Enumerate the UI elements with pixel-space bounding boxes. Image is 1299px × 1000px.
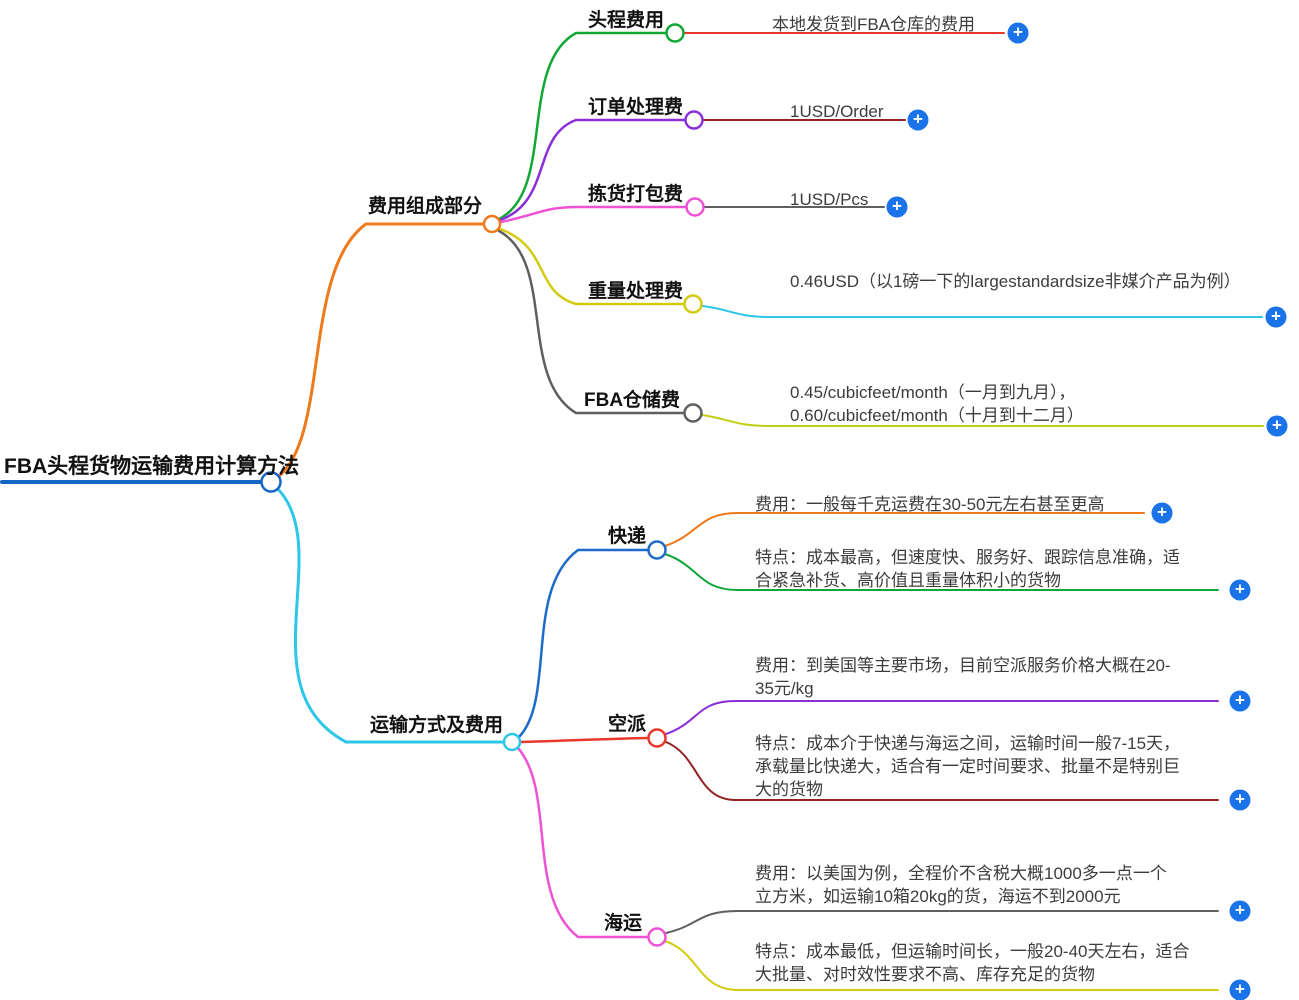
shipping-branch-handle[interactable] bbox=[502, 732, 522, 752]
weight-fee-handle[interactable] bbox=[683, 294, 703, 314]
shipping-leaf-edges bbox=[664, 512, 1219, 991]
leaf-express-features[interactable]: 特点：成本最高，但速度快、服务好、跟踪信息准确，适合紧急补货、高价值且重量体积小… bbox=[755, 548, 1180, 590]
leaf-sea-freight-cost[interactable]: 费用：以美国为例，全程价不含税大概1000多一点一个立方米，如运输10箱20kg… bbox=[755, 864, 1167, 906]
pick-pack-fee-handle[interactable] bbox=[685, 197, 705, 217]
leaf-pick-pack-fee-value[interactable]: 1USD/Pcs bbox=[790, 190, 869, 209]
air-delivery-handle[interactable] bbox=[647, 728, 667, 748]
first-leg-fee-handle[interactable] bbox=[665, 23, 685, 43]
node-express[interactable]: 快递 bbox=[608, 526, 647, 547]
branch-shipping-edge bbox=[275, 486, 506, 744]
shipping-child-edges bbox=[516, 548, 651, 939]
cost-child-edges bbox=[497, 31, 688, 415]
add-child-button plus-icon[interactable]: + bbox=[1151, 502, 1173, 524]
express-handle[interactable] bbox=[647, 540, 667, 560]
fba-storage-fee-handle[interactable] bbox=[683, 403, 703, 423]
branch-cost-edge bbox=[276, 222, 486, 479]
node-sea-freight[interactable]: 海运 bbox=[604, 913, 643, 934]
branch-cost-components[interactable]: 费用组成部分 bbox=[368, 196, 483, 217]
add-child-button plus-icon[interactable]: + bbox=[1007, 22, 1029, 44]
node-weight-handling-fee[interactable]: 重量处理费 bbox=[588, 281, 684, 302]
add-child-button plus-icon[interactable]: + bbox=[907, 109, 929, 131]
add-child-button plus-icon[interactable]: + bbox=[1229, 789, 1251, 811]
add-child-button plus-icon[interactable]: + bbox=[1229, 900, 1251, 922]
cost-branch-handle[interactable] bbox=[482, 214, 502, 234]
root-node[interactable]: FBA头程货物运输费用计算方法 bbox=[4, 455, 300, 478]
root-node-handle[interactable] bbox=[260, 471, 282, 493]
node-first-leg-fee[interactable]: 头程费用 bbox=[588, 10, 665, 31]
node-air-delivery[interactable]: 空派 bbox=[608, 714, 647, 735]
leaf-fba-storage-fee-value[interactable]: 0.45/cubicfeet/month（一月到九月）， 0.60/cubicf… bbox=[790, 383, 1084, 425]
sea-freight-handle[interactable] bbox=[647, 927, 667, 947]
cost-leaf-edges bbox=[683, 32, 1264, 427]
node-fba-storage-fee[interactable]: FBA仓储费 bbox=[584, 390, 681, 411]
node-order-handling-fee[interactable]: 订单处理费 bbox=[588, 97, 684, 118]
leaf-express-cost[interactable]: 费用：一般每千克运费在30-50元左右甚至更高 bbox=[755, 495, 1105, 514]
leaf-sea-freight-features[interactable]: 特点：成本最低，但运输时间长，一般20-40天左右，适合大批量、对时效性要求不高… bbox=[755, 942, 1190, 984]
leaf-first-leg-fee-desc[interactable]: 本地发货到FBA仓库的费用 bbox=[772, 15, 976, 34]
leaf-air-delivery-cost[interactable]: 费用：到美国等主要市场，目前空派服务价格大概在20-35元/kg bbox=[755, 656, 1171, 698]
leaf-weight-fee-value[interactable]: 0.46USD（以1磅一下的largestandardsize非媒介产品为例） bbox=[790, 272, 1241, 291]
leaf-order-fee-value[interactable]: 1USD/Order bbox=[790, 102, 884, 121]
order-fee-handle[interactable] bbox=[684, 110, 704, 130]
add-child-button plus-icon[interactable]: + bbox=[1265, 306, 1287, 328]
branch-shipping-methods[interactable]: 运输方式及费用 bbox=[370, 715, 504, 736]
add-child-button plus-icon[interactable]: + bbox=[1266, 415, 1288, 437]
add-child-button plus-icon[interactable]: + bbox=[1229, 690, 1251, 712]
node-pick-pack-fee[interactable]: 拣货打包费 bbox=[588, 184, 684, 205]
add-child-button plus-icon[interactable]: + bbox=[1229, 579, 1251, 601]
add-child-button plus-icon[interactable]: + bbox=[886, 196, 908, 218]
add-child-button plus-icon[interactable]: + bbox=[1229, 979, 1251, 1000]
leaf-air-delivery-features[interactable]: 特点：成本介于快递与海运之间，运输时间一般7-15天，承载量比快递大，适合有一定… bbox=[755, 734, 1181, 799]
